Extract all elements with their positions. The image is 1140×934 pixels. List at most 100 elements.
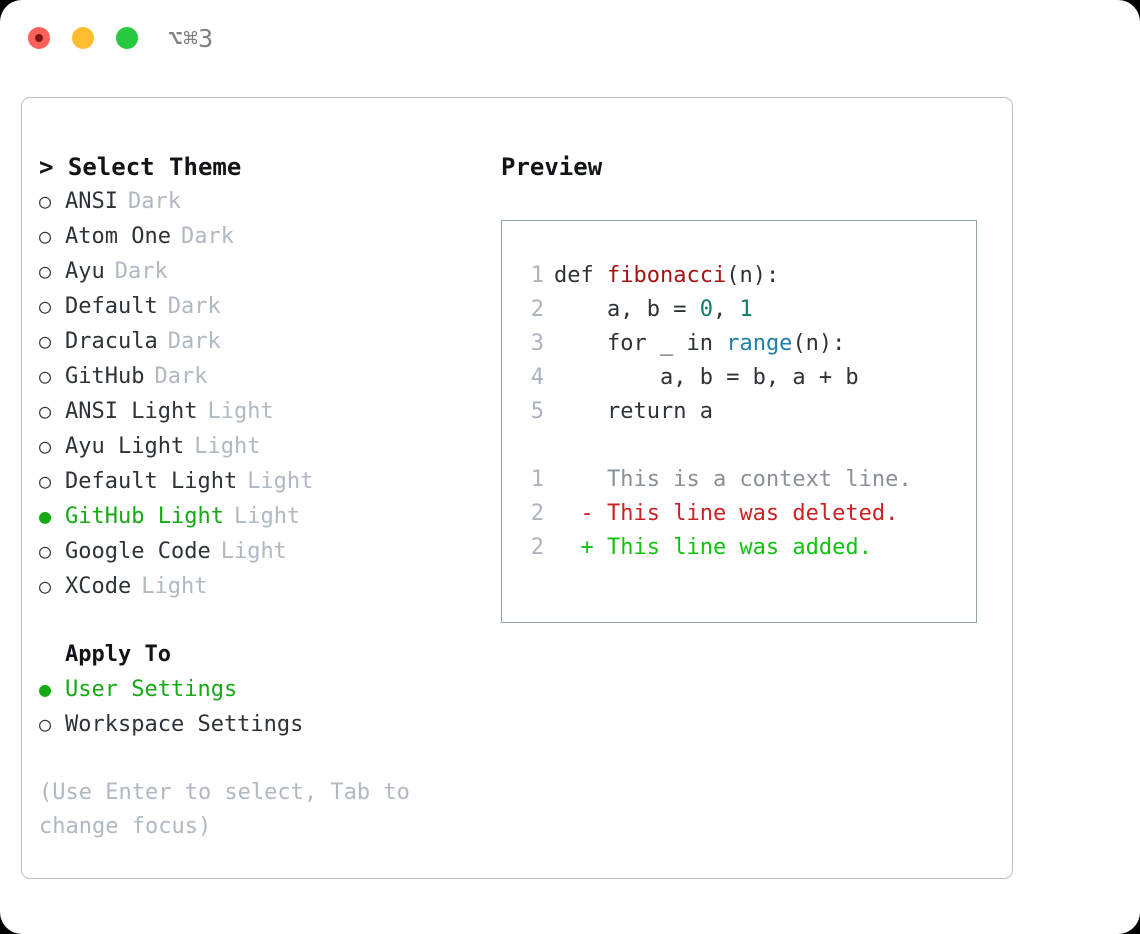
theme-name: Default: [65, 294, 158, 319]
diff-line: 1 This is a context line.: [502, 463, 976, 497]
apply-to-section: Apply To ●User Settings○Workspace Settin…: [39, 638, 479, 742]
apply-to-list[interactable]: ●User Settings ○ Workspace Settings: [39, 672, 479, 742]
line-number: 2: [530, 297, 544, 322]
select-theme-heading: > Select Theme: [39, 153, 242, 181]
theme-variant-tag: Dark: [127, 189, 181, 214]
theme-variant-tag: Light: [207, 399, 274, 424]
keyboard-hint-text: (Use Enter to select, Tab to change focu…: [39, 780, 410, 839]
theme-list-item[interactable]: ○ Ayu Dark: [39, 254, 479, 289]
minimize-window-icon[interactable]: [72, 27, 94, 49]
theme-variant-tag: Light: [233, 504, 301, 529]
code-token: return a: [606, 399, 713, 424]
radio-unselected-icon[interactable]: ○: [39, 399, 52, 423]
code-line: 4 a, b = b, a + b: [502, 361, 976, 395]
code-token: (n):: [792, 331, 846, 356]
code-token: a, b = b, a + b: [659, 365, 859, 390]
line-number: 1: [530, 263, 544, 288]
code-text: a, b = b, a + b: [554, 361, 859, 395]
theme-name: Atom One: [65, 224, 171, 249]
theme-list-item[interactable]: ○ XCode Light: [39, 569, 479, 604]
apply-to-option[interactable]: ○ Workspace Settings: [39, 707, 479, 742]
theme-name: Dracula: [65, 329, 158, 354]
theme-name: Google Code: [65, 539, 211, 564]
theme-list-item[interactable]: ○ ANSI Light Light: [39, 394, 479, 429]
title-bar: ⌥⌘3: [0, 0, 1140, 78]
radio-unselected-icon[interactable]: ○: [39, 712, 52, 736]
theme-variant-tag: Dark: [167, 329, 221, 354]
radio-selected-icon[interactable]: ●: [39, 504, 52, 528]
theme-variant-tag: Dark: [114, 259, 168, 284]
apply-to-label: Workspace Settings: [65, 712, 304, 737]
diff-text: - This line was deleted.: [554, 501, 899, 526]
code-line: 3 for _ in range(n):: [502, 327, 976, 361]
theme-name: ANSI Light: [65, 399, 198, 424]
radio-unselected-icon[interactable]: ○: [39, 434, 52, 458]
radio-unselected-icon[interactable]: ○: [39, 189, 52, 213]
theme-name: GitHub: [65, 364, 145, 389]
diff-text: This is a context line.: [554, 467, 912, 492]
keyboard-shortcut-label: ⌥⌘3: [168, 24, 214, 53]
radio-unselected-icon[interactable]: ○: [39, 574, 52, 598]
code-token: 0: [699, 297, 713, 322]
theme-list-item[interactable]: ○ Dracula Dark: [39, 324, 479, 359]
code-token: range: [726, 331, 793, 356]
code-diff-separator: [502, 429, 976, 463]
line-number: 1: [530, 467, 544, 492]
theme-list-item[interactable]: ○ Ayu Light Light: [39, 429, 479, 464]
radio-unselected-icon[interactable]: ○: [39, 259, 52, 283]
radio-unselected-icon[interactable]: ○: [39, 329, 52, 353]
theme-variant-tag: Light: [194, 434, 261, 459]
code-line: 1 def fibonacci(n):: [502, 259, 976, 293]
code-token: fibonacci: [606, 263, 727, 288]
radio-unselected-icon[interactable]: ○: [39, 224, 52, 248]
code-token: (n):: [726, 263, 780, 288]
theme-variant-tag: Light: [247, 469, 314, 494]
line-number: 2: [530, 535, 544, 560]
code-line: 2 a, b = 0, 1: [502, 293, 976, 327]
theme-list-item[interactable]: ○ Atom One Dark: [39, 219, 479, 254]
code-text: for _ in range(n):: [554, 327, 845, 361]
diff-sample: 1 This is a context line. 2 - This line w…: [502, 463, 976, 565]
diff-line: 2 + This line was added.: [502, 531, 976, 565]
traffic-light-group: [28, 27, 138, 49]
theme-name: XCode: [65, 574, 132, 599]
radio-unselected-icon[interactable]: ○: [39, 469, 52, 493]
line-number: 4: [530, 365, 544, 390]
code-token: def: [554, 263, 607, 288]
radio-selected-icon[interactable]: ●: [39, 677, 52, 701]
theme-list-item[interactable]: ○ ANSI Dark: [39, 184, 479, 219]
code-line: 5 return a: [502, 395, 976, 429]
theme-variant-tag: Light: [141, 574, 208, 599]
theme-name: Ayu: [65, 259, 105, 284]
radio-unselected-icon[interactable]: ○: [39, 364, 52, 388]
diff-text: + This line was added.: [554, 535, 872, 560]
theme-name: ANSI: [65, 189, 118, 214]
code-token: 1: [739, 297, 753, 322]
code-text: a, b = 0, 1: [554, 293, 753, 327]
line-number: 2: [530, 501, 544, 526]
line-number: 5: [530, 399, 544, 424]
theme-variant-tag: Dark: [180, 224, 234, 249]
code-token: ,: [712, 297, 740, 322]
maximize-window-icon[interactable]: [116, 27, 138, 49]
code-text: def fibonacci(n):: [554, 259, 779, 293]
code-token: for _ in: [606, 331, 727, 356]
apply-to-option[interactable]: ●User Settings: [39, 672, 479, 707]
close-window-icon[interactable]: [28, 27, 50, 49]
radio-unselected-icon[interactable]: ○: [39, 539, 52, 563]
radio-unselected-icon[interactable]: ○: [39, 294, 52, 318]
theme-name: Ayu Light: [65, 434, 185, 459]
line-number: 3: [530, 331, 544, 356]
